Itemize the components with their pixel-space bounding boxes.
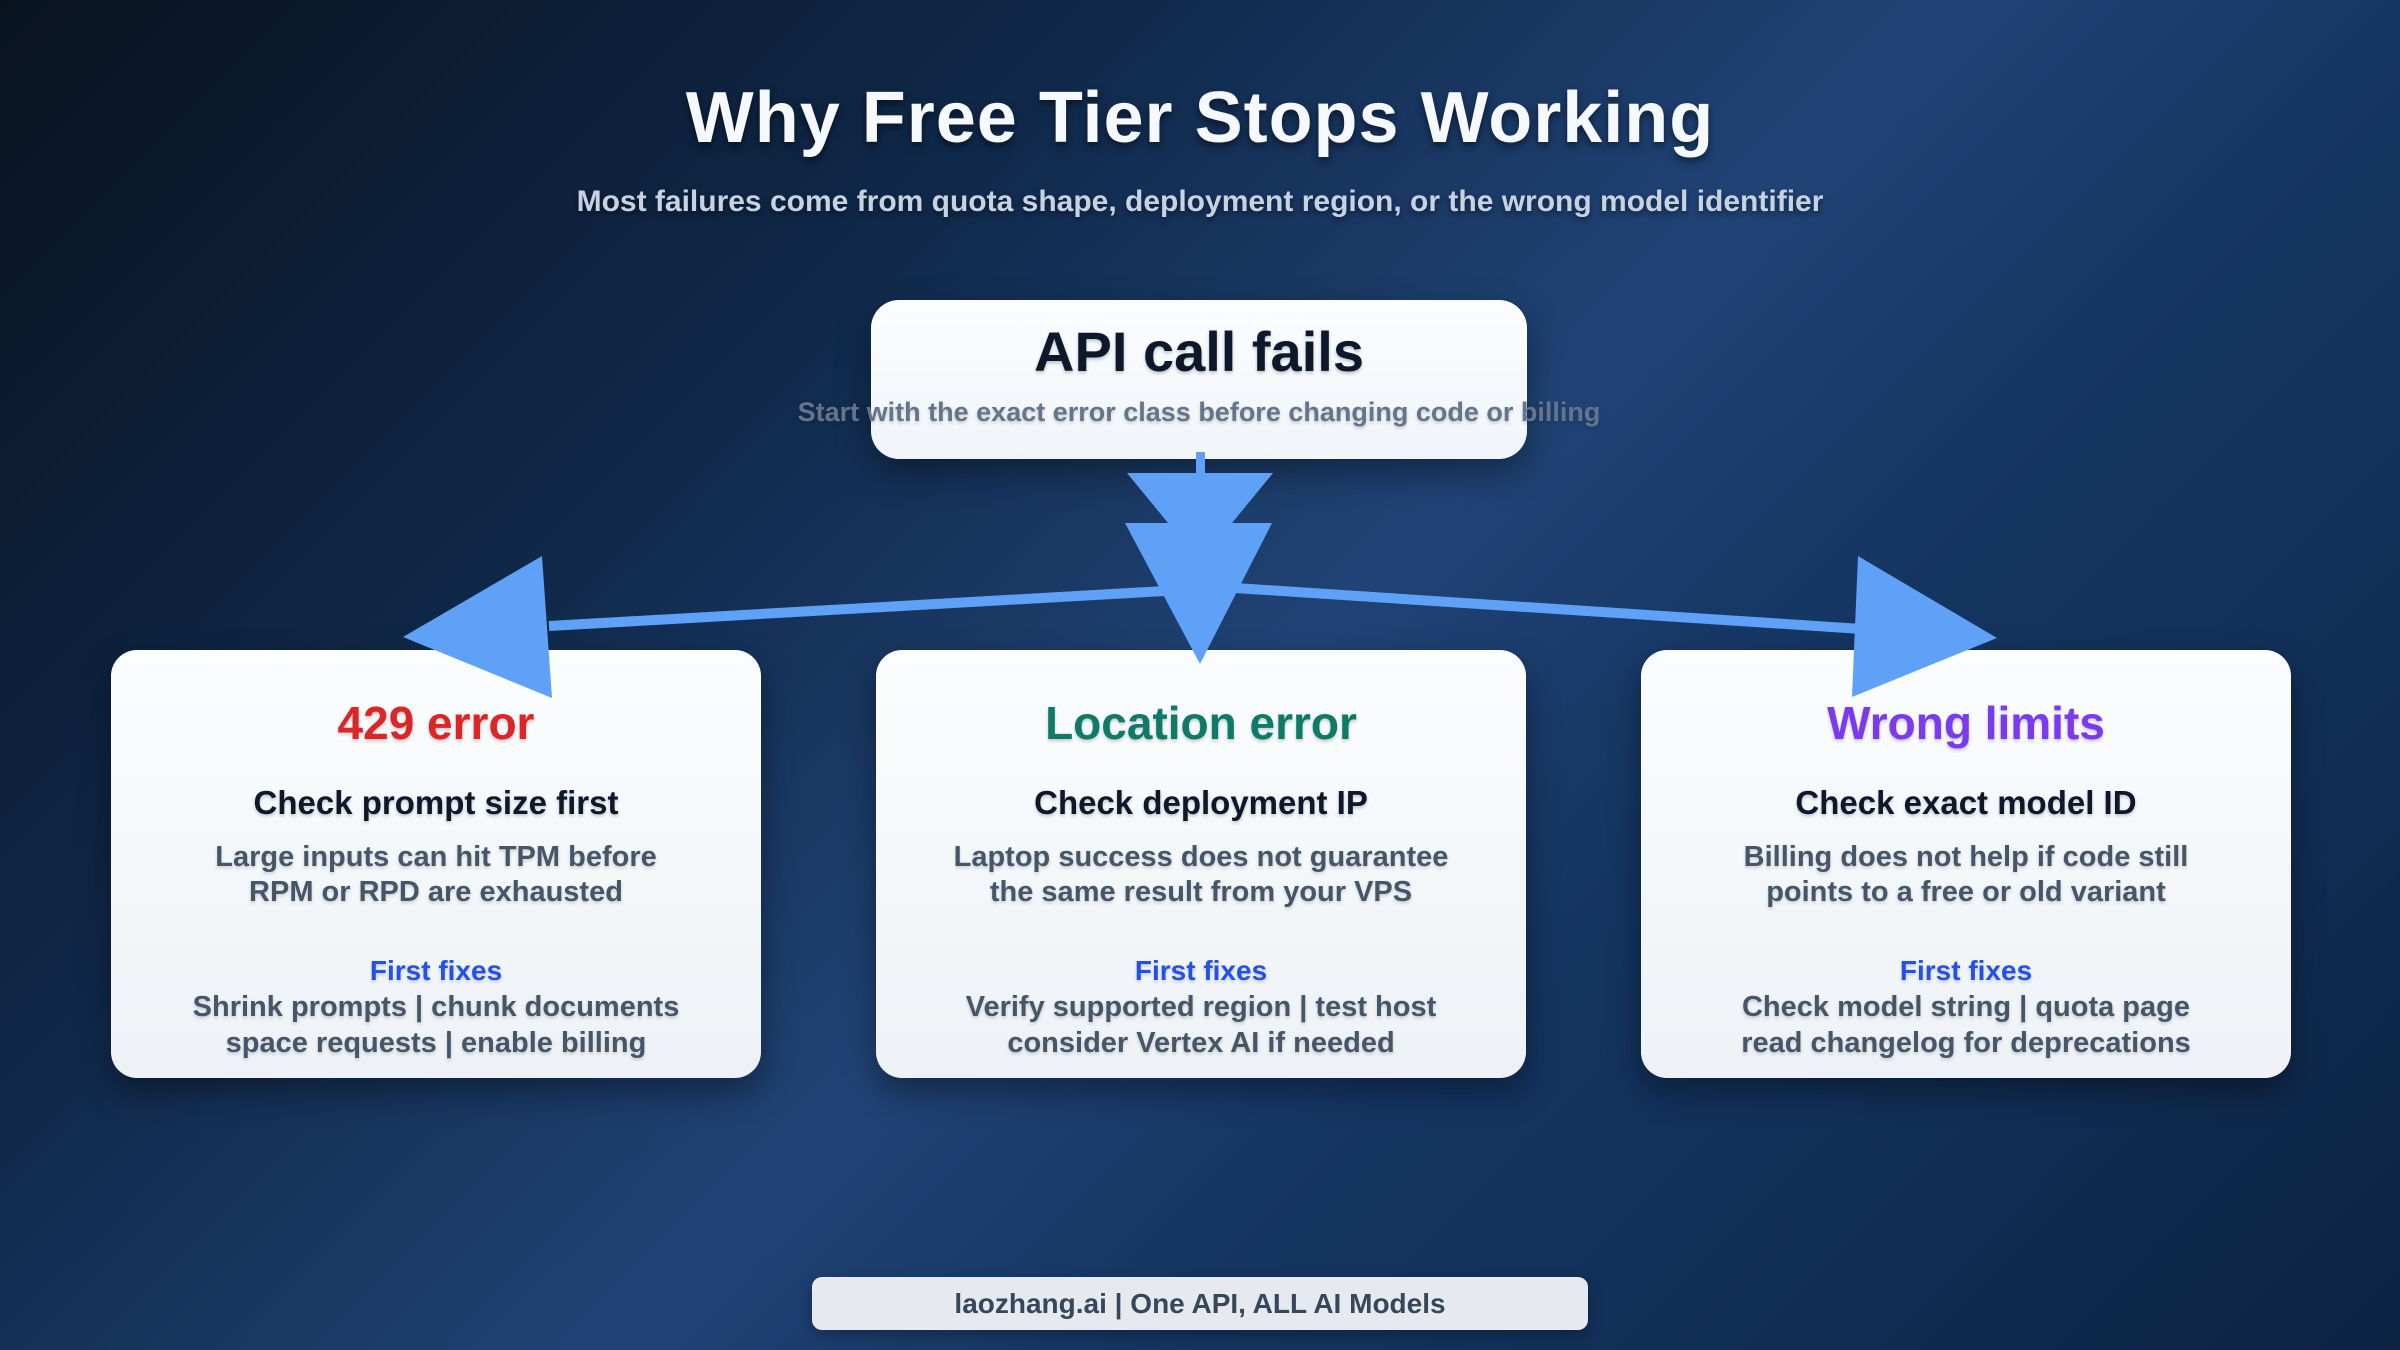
first-fixes-line: space requests | enable billing [225,1027,647,1059]
first-fixes-line: Check model string | quota page [1741,991,2190,1023]
branch-body-line: RPM or RPD are exhausted [249,876,623,908]
branch-title: Location error [1045,697,1357,749]
branch-card-429-error: 429 error Check prompt size first Large … [111,650,761,1078]
first-fixes-list: Verify supported region | test host cons… [876,989,1526,1061]
branch-body: Laptop success does not guarantee the sa… [876,840,1526,910]
first-fixes-label: First fixes [369,955,503,986]
root-node-title: API call fails [1034,320,1364,383]
branch-card-wrong-limits: Wrong limits Check exact model ID Billin… [1641,650,2291,1078]
branch-body-line: points to a free or old variant [1766,876,2166,908]
branch-title: Wrong limits [1827,697,2105,749]
page-subtitle: Most failures come from quota shape, dep… [576,185,1824,218]
first-fixes-line: consider Vertex AI if needed [1007,1027,1395,1059]
branch-body: Large inputs can hit TPM before RPM or R… [111,840,761,910]
branch-body: Billing does not help if code still poin… [1641,840,2291,910]
first-fixes-line: Verify supported region | test host [965,991,1437,1023]
first-fixes-line: read changelog for deprecations [1741,1027,2191,1059]
first-fixes-line: Shrink prompts | chunk documents [192,991,680,1023]
first-fixes-label: First fixes [1134,955,1268,986]
first-fixes-list: Shrink prompts | chunk documents space r… [111,989,761,1061]
branch-heading: Check exact model ID [1795,784,2137,821]
down-arrow-icon [1125,452,1273,664]
branch-body-line: Billing does not help if code still [1743,841,2189,873]
branch-body-line: the same result from your VPS [989,876,1413,908]
root-node-subtitle: Start with the exact error class before … [797,397,1601,427]
root-node-api-call-fails: API call fails Start with the exact erro… [798,300,1600,459]
branch-heading: Check deployment IP [1034,784,1368,821]
branch-title: 429 error [337,697,535,749]
first-fixes-list: Check model string | quota page read cha… [1641,989,2291,1061]
branch-body-line: Laptop success does not guarantee [953,841,1449,873]
branch-body-line: Large inputs can hit TPM before [215,841,657,873]
footer-brand-badge: laozhang.ai | One API, ALL AI Models [812,1277,1588,1330]
page-title: Why Free Tier Stops Working [685,78,1715,158]
first-fixes-label: First fixes [1899,955,2033,986]
branch-heading: Check prompt size first [253,784,619,821]
branch-card-location-error: Location error Check deployment IP Lapto… [876,650,1526,1078]
